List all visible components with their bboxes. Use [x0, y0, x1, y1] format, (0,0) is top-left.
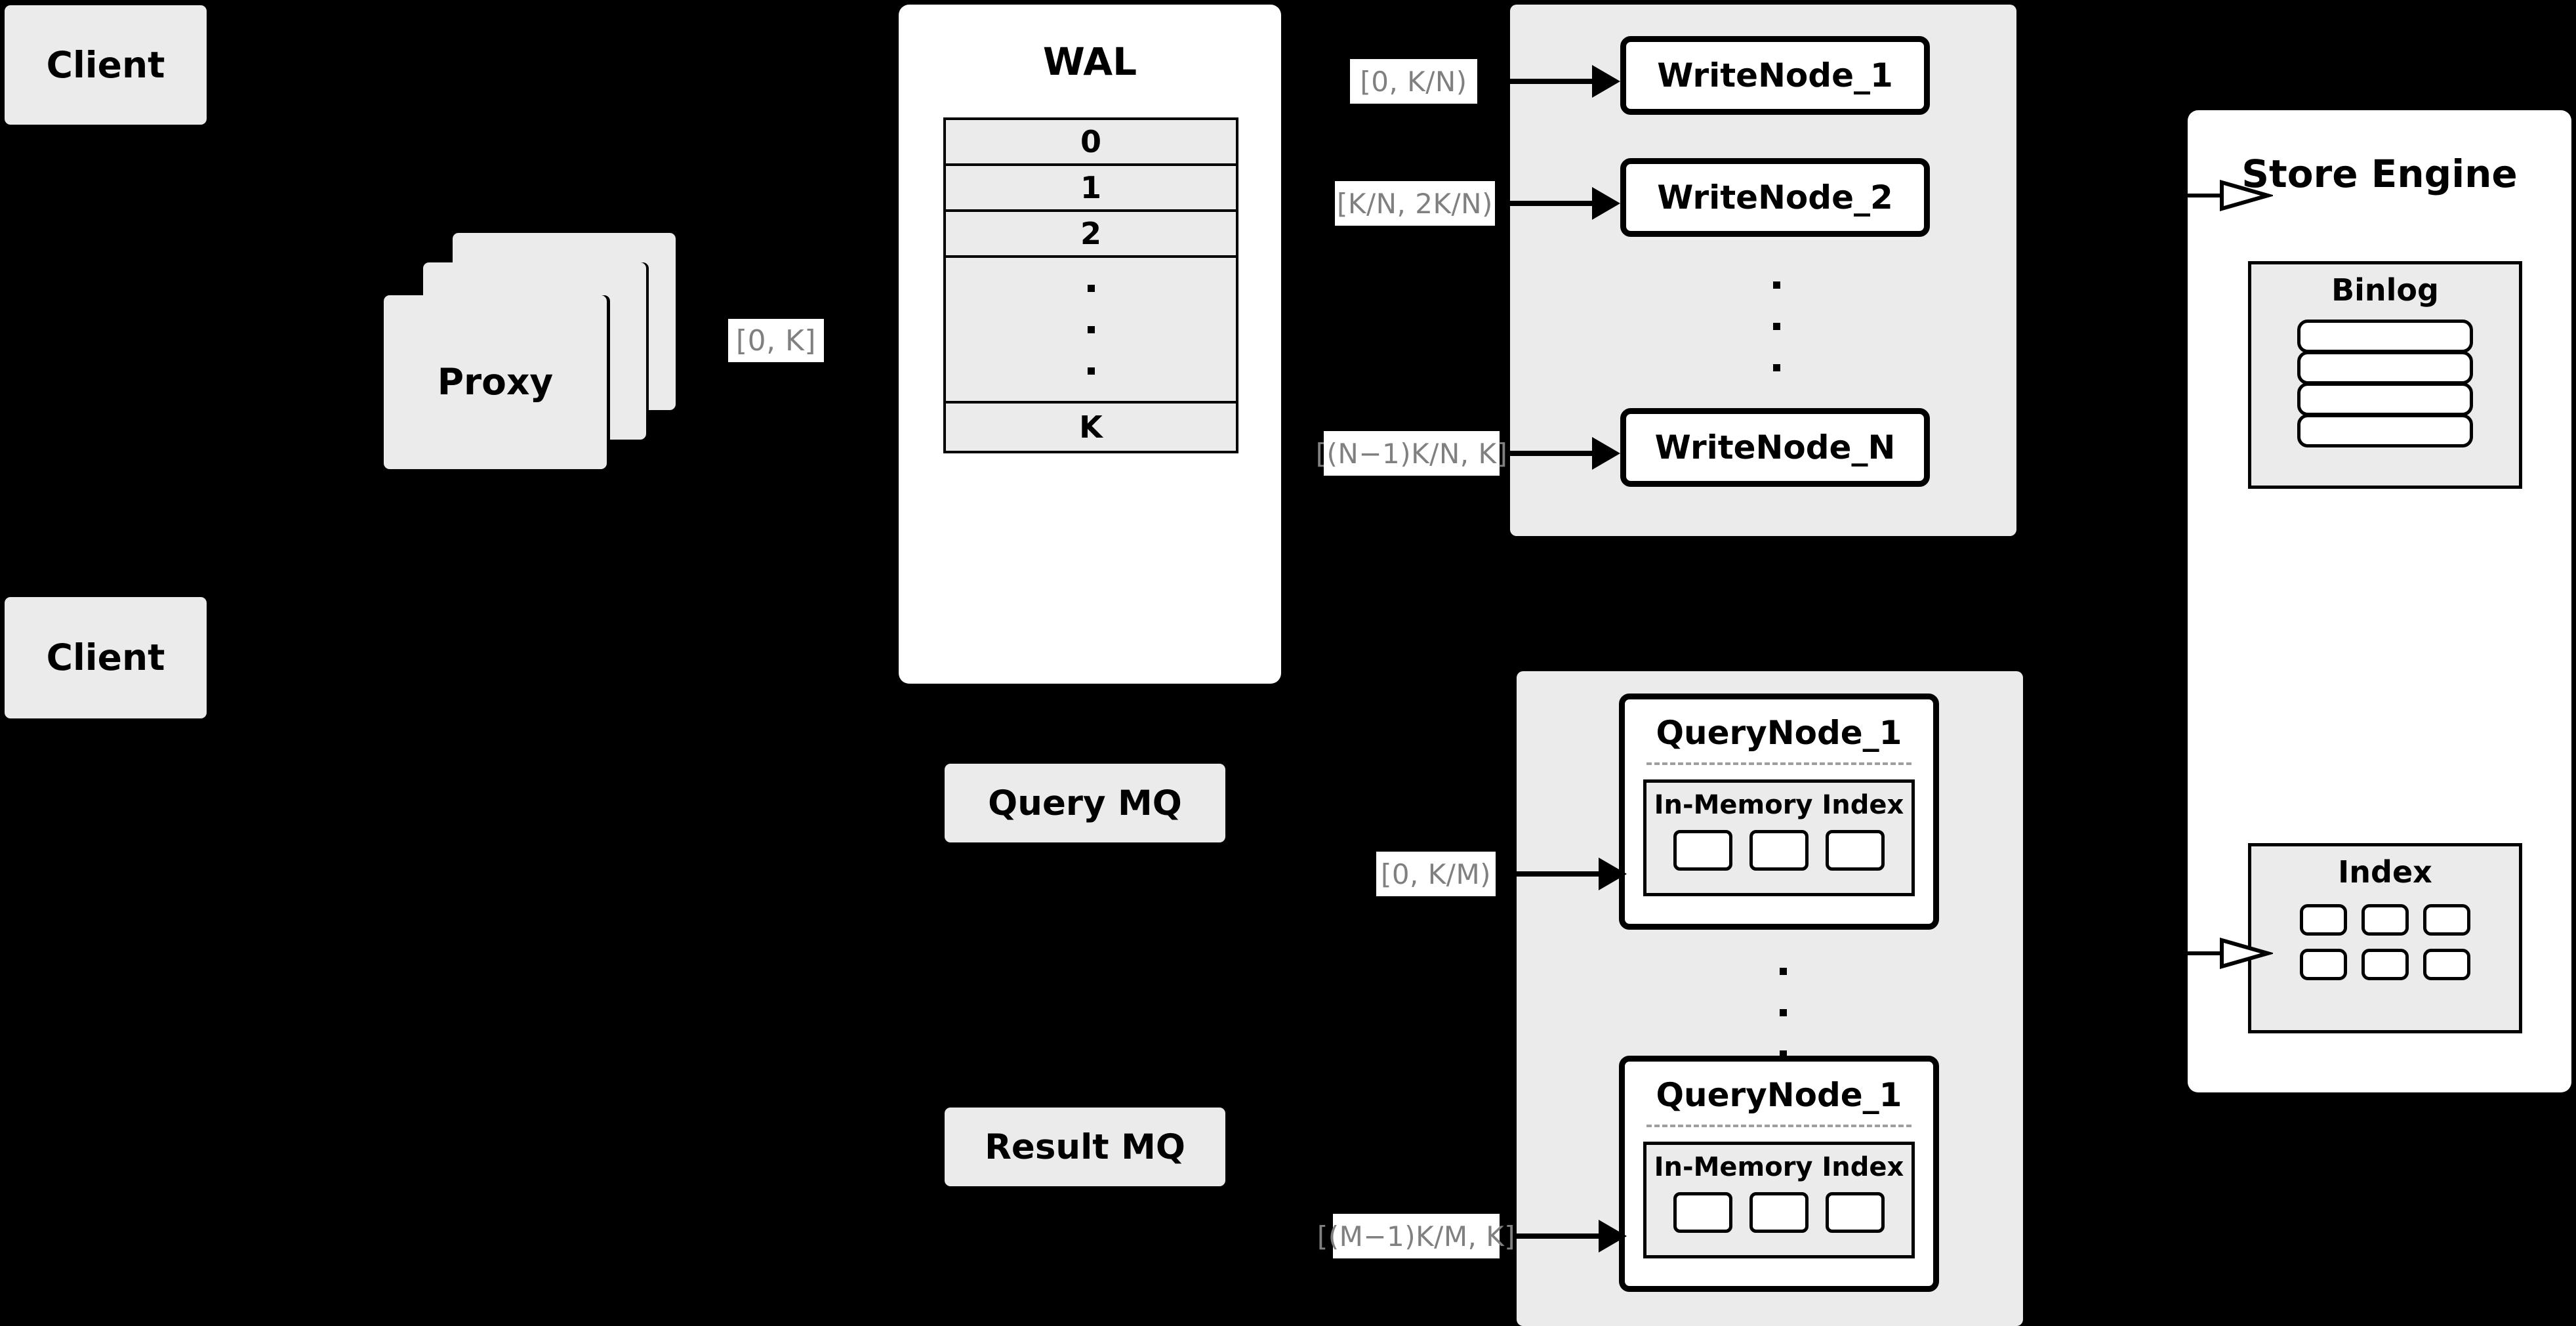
client-box-1[interactable]: Client — [5, 5, 207, 125]
wal-row-group-top: 0 1 2 — [943, 117, 1238, 258]
arrow-index — [2188, 936, 2275, 970]
index-title: Index — [2338, 854, 2432, 890]
index-cell — [2300, 904, 2347, 936]
index-cell — [1826, 1192, 1885, 1233]
write-node-n[interactable]: WriteNode_N — [1620, 408, 1930, 487]
index-cell — [2423, 949, 2470, 980]
query-cluster-vertical-dots — [1757, 960, 1809, 1065]
query-mq-label: Query MQ — [988, 783, 1182, 823]
write-cluster-vertical-dots — [1750, 274, 1803, 379]
client-label-1: Client — [46, 43, 165, 86]
in-memory-index-1-title: In-Memory Index — [1654, 790, 1904, 820]
query-node-1-divider — [1646, 762, 1912, 765]
arrow-binlog — [2188, 178, 2275, 213]
wal-row: 1 — [946, 166, 1236, 212]
wal-vertical-dots — [946, 258, 1236, 401]
client-box-2[interactable]: Client — [5, 597, 207, 718]
index-cell — [1673, 830, 1732, 871]
index-cell — [2300, 949, 2347, 980]
in-memory-index-2-title: In-Memory Index — [1654, 1152, 1904, 1182]
query-node-1-label: QueryNode_1 — [1656, 714, 1902, 752]
arrow-head-write-1 — [1592, 65, 1620, 98]
binlog-bar — [2297, 383, 2473, 416]
arrow-line-query-1 — [1515, 871, 1599, 877]
result-mq-box[interactable]: Result MQ — [945, 1108, 1225, 1186]
query-node-2-divider — [1646, 1125, 1912, 1127]
write-cluster-panel: WriteNode_1 WriteNode_2 WriteNode_N — [1510, 5, 2016, 536]
wal-panel: WAL 0 1 2 K — [899, 5, 1281, 684]
edge-label-query-1: [0, K/M) — [1376, 852, 1496, 896]
write-node-1-label: WriteNode_1 — [1657, 56, 1893, 94]
write-node-2[interactable]: WriteNode_2 — [1620, 158, 1930, 237]
index-cell — [1826, 830, 1885, 871]
in-memory-index-2: In-Memory Index — [1643, 1142, 1915, 1258]
write-node-2-label: WriteNode_2 — [1657, 178, 1893, 217]
in-memory-index-1: In-Memory Index — [1643, 779, 1915, 896]
write-node-1[interactable]: WriteNode_1 — [1620, 36, 1930, 115]
binlog-bar — [2297, 414, 2473, 447]
wal-row: 0 — [946, 120, 1236, 166]
store-engine-title: Store Engine — [2241, 152, 2518, 196]
proxy-label: Proxy — [437, 361, 554, 403]
binlog-bar — [2297, 351, 2473, 384]
arrow-line-query-m — [1515, 1233, 1599, 1239]
arrow-head-query-1 — [1599, 858, 1627, 890]
query-node-2[interactable]: QueryNode_1 In-Memory Index — [1619, 1056, 1939, 1292]
arrow-head-write-2 — [1592, 187, 1620, 220]
wal-row: 2 — [946, 212, 1236, 255]
index-cell — [2361, 904, 2409, 936]
arrow-line-write-n — [1509, 451, 1592, 456]
index-box: Index — [2248, 843, 2522, 1033]
index-cells — [2300, 904, 2470, 980]
proxy-box[interactable]: Proxy — [384, 295, 607, 469]
index-cell — [2423, 904, 2470, 936]
edge-label-write-1: [0, K/N) — [1350, 59, 1477, 104]
in-memory-index-1-cells — [1673, 830, 1885, 871]
store-engine-panel: Store Engine Binlog Index — [2188, 110, 2571, 1092]
query-cluster-panel: QueryNode_1 In-Memory Index QueryNode_1 … — [1517, 671, 2023, 1326]
query-node-2-label: QueryNode_1 — [1656, 1076, 1902, 1114]
edge-label-write-n: [(N−1)K/N, K] — [1316, 431, 1507, 476]
arrow-line-write-2 — [1509, 201, 1592, 206]
result-mq-label: Result MQ — [985, 1127, 1185, 1167]
binlog-bars — [2297, 320, 2473, 447]
binlog-title: Binlog — [2331, 272, 2439, 308]
binlog-bar — [2297, 320, 2473, 353]
edge-label-write-2: [K/N, 2K/N) — [1335, 181, 1495, 226]
wal-title: WAL — [1042, 39, 1137, 84]
wal-row: K — [943, 404, 1238, 453]
binlog-box: Binlog — [2248, 261, 2522, 489]
wal-row-ellipsis — [943, 258, 1238, 404]
in-memory-index-2-cells — [1673, 1192, 1885, 1233]
arrow-head-write-n — [1592, 437, 1620, 470]
arrow-head-query-m — [1599, 1220, 1627, 1253]
edge-label-proxy-to-wal: [0, K] — [728, 319, 824, 362]
index-cell — [1749, 1192, 1809, 1233]
arrow-line-write-1 — [1509, 79, 1592, 84]
write-node-n-label: WriteNode_N — [1654, 428, 1896, 466]
edge-label-query-m: [(M−1)K/M, K] — [1317, 1214, 1515, 1258]
query-node-1[interactable]: QueryNode_1 In-Memory Index — [1619, 694, 1939, 930]
index-cell — [1673, 1192, 1732, 1233]
client-label-2: Client — [46, 636, 165, 678]
index-cell — [1749, 830, 1809, 871]
query-mq-box[interactable]: Query MQ — [945, 764, 1225, 842]
index-cell — [2361, 949, 2409, 980]
